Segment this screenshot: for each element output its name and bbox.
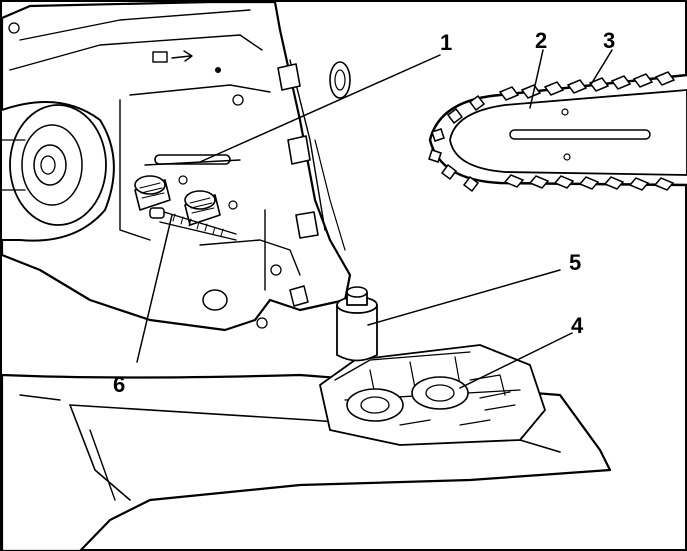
callout-5: 5 [569,250,581,275]
leader-4 [459,332,573,389]
sprocket-clutch-drum [1,101,115,242]
callout-6: 6 [113,372,125,397]
leader-5 [367,269,561,326]
callout-1: 1 [440,30,452,55]
callout-2: 2 [535,28,547,53]
sprocket-cover [0,344,612,551]
callout-4: 4 [571,313,584,338]
chain-tensioner-screw [149,207,237,241]
chain-teeth-bottom [503,174,675,191]
leader-lines [136,49,613,389]
chain-direction-arrow-icon [152,50,193,63]
guide-bar-with-chain [428,71,687,193]
leader-3 [589,49,613,87]
leader-2 [529,49,544,109]
callout-3: 3 [603,28,615,53]
spacer-sleeve [336,286,378,362]
leader-6 [136,214,173,363]
leader-1 [199,54,441,163]
bar-stud-left [134,175,171,211]
chain-teeth-top [498,71,676,101]
bar-stud-right [184,190,221,226]
engine-housing [0,0,352,332]
chain-nose [428,94,486,193]
